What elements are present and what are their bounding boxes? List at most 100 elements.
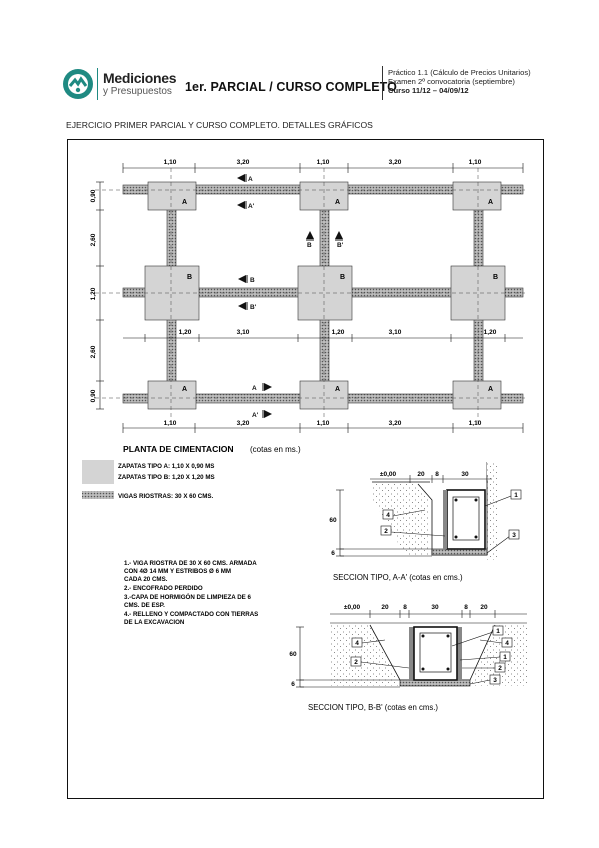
section-dim: 20 (417, 471, 425, 478)
dim-label: 3,20 (389, 420, 402, 427)
footing-a (147, 380, 197, 410)
section-aa-caption: SECCION TIPO, A-A' (cotas en cms.) (333, 573, 463, 582)
section-dim: 30 (431, 604, 439, 611)
logo (62, 68, 94, 100)
dim-label: 1,20 (179, 329, 192, 336)
section-arrow-icon (238, 275, 246, 283)
section-label: B (307, 242, 312, 249)
section-dim: ±0,00 (380, 471, 397, 478)
footing-label: A (488, 386, 493, 393)
footing-label: A (335, 199, 340, 206)
plan-title: PLANTA DE CIMENTACION (123, 444, 234, 454)
section-dim: 30 (461, 471, 469, 478)
drawing-frame (67, 139, 544, 799)
dim-label: 1,10 (164, 159, 177, 166)
section-label: B' (337, 242, 344, 249)
exercise-subtitle: EJERCICIO PRIMER PARCIAL Y CURSO COMPLET… (66, 120, 373, 130)
section-arrow-icon (237, 201, 245, 209)
dim-label: 1,10 (317, 420, 330, 427)
footing-label: B (340, 274, 345, 281)
footing-a (452, 181, 502, 211)
section-arrow-icon (264, 383, 272, 391)
callout-number: 2 (354, 659, 358, 666)
footing-label: A (335, 386, 340, 393)
section-dim: 60 (329, 517, 337, 524)
section-label: A' (252, 412, 259, 419)
page-title: 1er. PARCIAL / CURSO COMPLETO (185, 80, 397, 94)
callout-number: 1 (496, 628, 500, 635)
brand-name: Mediciones (103, 70, 177, 86)
dim-label: 3,10 (389, 329, 402, 336)
callout-number: 4 (505, 640, 509, 647)
info-line-2: Examen 2º convocatoria (septiembre) (388, 77, 515, 87)
section-dim: 6 (331, 550, 335, 557)
dim-label: 1,20 (332, 329, 345, 336)
header-info: Práctico 1.1 (Cálculo de Precios Unitari… (388, 68, 531, 96)
note-line: 3.-CAPA DE HORMIGÓN DE LIMPIEZA DE 6 (124, 593, 252, 601)
section-aa: ±0,00 20 8 30 60 6 1 2 3 4 SECCION TIPO,… (329, 462, 522, 582)
note-line: CON 4Ø 14 MM Y ESTRIBOS Ø 6 MM (124, 568, 231, 575)
legend-zapata-a: ZAPATAS TIPO A: 1,10 X 0,90 MS (118, 463, 214, 470)
note-line: CMS. DE ESP. (124, 602, 165, 609)
footing-label: B (493, 274, 498, 281)
section-dim: ±0,00 (344, 604, 361, 611)
legend-viga: VIGAS RIOSTRAS: 30 X 60 CMS. (118, 493, 214, 500)
plan-units: (cotas en ms.) (250, 445, 301, 454)
section-arrow-icon (306, 231, 314, 239)
dim-label: 1,10 (469, 420, 482, 427)
section-arrow-icon (264, 410, 272, 418)
dim-label: 2,60 (90, 345, 97, 358)
footing-label: A (182, 386, 187, 393)
section-dim: 6 (291, 681, 295, 688)
callout-number: 2 (384, 528, 388, 535)
dim-label: 3,20 (389, 159, 402, 166)
callout-number: 4 (355, 640, 359, 647)
logo-divider (97, 68, 98, 100)
section-dim: 8 (435, 471, 439, 478)
note-line: 1.- VIGA RIOSTRA DE 30 X 60 CMS. ARMADA (124, 560, 257, 567)
dim-label: 3,10 (237, 329, 250, 336)
section-dim: 8 (464, 604, 468, 611)
dim-label: 0,90 (90, 189, 97, 202)
dim-label: 2,60 (90, 233, 97, 246)
dim-label: 1,10 (164, 420, 177, 427)
footing-label: A (182, 199, 187, 206)
note-line: 4.- RELLENO Y COMPACTADO CON TIERRAS (124, 611, 258, 618)
logo-icon (63, 69, 93, 99)
note-line: 2.- ENCOFRADO PERDIDO (124, 585, 203, 592)
legend-beam-swatch (82, 491, 114, 499)
info-line-1: Práctico 1.1 (Cálculo de Precios Unitari… (388, 68, 531, 77)
callout-number: 1 (503, 654, 507, 661)
footing-label: A (488, 199, 493, 206)
section-label: B' (250, 304, 257, 311)
section-dim: 20 (381, 604, 389, 611)
footing-a (147, 181, 197, 211)
callout-number: 3 (512, 532, 516, 539)
callout-number: 3 (493, 677, 497, 684)
info-line-3: Curso 11/12 – 04/09/12 (388, 86, 469, 96)
section-dim: 8 (403, 604, 407, 611)
callout-number: 2 (498, 665, 502, 672)
legend-footing-swatch (82, 460, 114, 484)
section-bb-caption: SECCION TIPO, B-B' (cotas en cms.) (308, 703, 438, 712)
legend-zapata-b: ZAPATAS TIPO B: 1,20 X 1,20 MS (118, 474, 215, 481)
section-bb: ±0,00 20 8 30 8 20 60 6 1 1 2 2 3 (289, 604, 527, 712)
callout-number: 1 (514, 492, 518, 499)
footing-a (452, 380, 502, 410)
footing-label: B (187, 274, 192, 281)
dim-label: 1,10 (317, 159, 330, 166)
section-dim: 60 (289, 651, 297, 658)
section-arrow-icon (335, 231, 343, 239)
section-arrow-icon (237, 174, 245, 182)
dim-label: 0,90 (90, 389, 97, 402)
section-label: A (248, 176, 253, 183)
dim-label: 3,20 (237, 159, 250, 166)
section-label: A' (248, 203, 255, 210)
dim-label: 1,20 (90, 287, 97, 300)
dim-label: 3,20 (237, 420, 250, 427)
section-label: B (250, 277, 255, 284)
brand-subtitle: y Presupuestos (103, 86, 172, 97)
note-line: CADA 20 CMS. (124, 576, 168, 583)
section-label: A (252, 385, 257, 392)
